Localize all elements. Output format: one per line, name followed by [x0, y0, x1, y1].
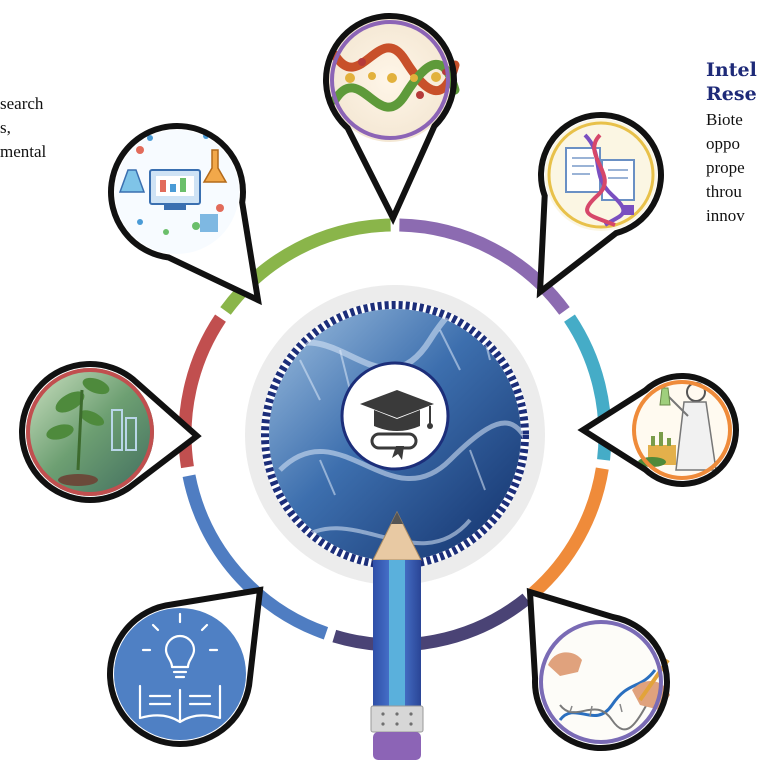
pin-outline-left — [19, 361, 202, 503]
pin-outlines — [19, 13, 739, 751]
pin-outline-right — [577, 373, 739, 487]
science-lab-equipment-icon — [115, 130, 239, 254]
right-body-line-5: innov — [706, 206, 745, 225]
right-body-line-3: prope — [706, 158, 745, 177]
pin-inner-ring — [539, 620, 663, 744]
center-hub — [245, 285, 545, 585]
pin-inner-ring — [330, 20, 450, 140]
ring-segment — [399, 218, 570, 315]
pin-inner-ring — [26, 368, 154, 496]
right-body-line-4: throu — [706, 182, 742, 201]
ring-segment — [178, 314, 226, 469]
right-body-line-1: Biote — [706, 110, 743, 129]
right-heading-line-1: Intel — [706, 59, 757, 81]
left-text-line-3: mental — [0, 142, 47, 161]
dna-patent-documents-icon — [545, 119, 657, 231]
right-body-line-2: oppo — [706, 134, 740, 153]
left-text-line-1: search — [0, 94, 44, 113]
pin-outline-lower-right — [526, 587, 670, 751]
pin-outline-upper-right — [536, 112, 664, 299]
pin-outline-lower-left — [107, 586, 264, 747]
lightbulb-book-icon — [114, 608, 246, 740]
pin-outline-upper-left — [108, 123, 262, 306]
dna-food-helix-icon — [328, 18, 460, 142]
plant-biotech-icon — [26, 368, 154, 496]
scientist-laboratory-icon — [632, 380, 732, 480]
right-heading-line-2: Rese — [706, 83, 757, 105]
pin-inner-ring — [632, 380, 732, 480]
pin-outline-top — [323, 13, 457, 225]
ring-segment — [529, 467, 609, 598]
graduation-cap-diploma-icon — [360, 390, 434, 460]
ring-segment — [332, 593, 531, 652]
ring-segment — [182, 474, 329, 640]
pencil-icon — [370, 510, 424, 760]
hands-drawing-dna-icon — [539, 620, 670, 744]
left-text-line-2: s, — [0, 118, 11, 137]
